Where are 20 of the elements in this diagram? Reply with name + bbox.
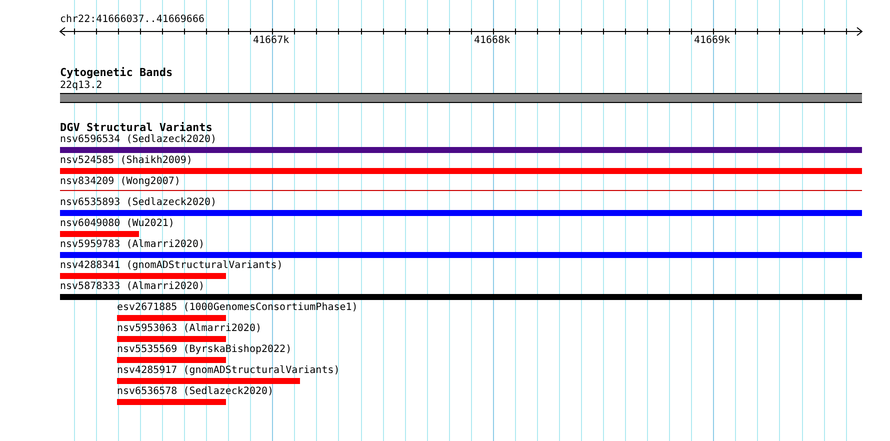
variant-label: nsv4285917 (gnomADStructuralVariants) xyxy=(117,365,340,376)
variant-label: nsv5959783 (Almarri2020) xyxy=(60,239,204,250)
variant-label: esv2671885 (1000GenomesConsortiumPhase1) xyxy=(117,302,358,313)
variant-label: nsv6536578 (Sedlazeck2020) xyxy=(117,386,274,397)
variant-label: nsv4288341 (gnomADStructuralVariants) xyxy=(60,260,283,271)
variant-label: nsv5878333 (Almarri2020) xyxy=(60,281,204,292)
coordinate-label: chr22:41666037..41669666 xyxy=(60,14,204,25)
variant-label: nsv5535569 (ByrskaBishop2022) xyxy=(117,344,292,355)
variant-label: nsv834209 (Wong2007) xyxy=(60,176,180,187)
variant-label: nsv6049080 (Wu2021) xyxy=(60,218,174,229)
variant-label: nsv524585 (Shaikh2009) xyxy=(60,155,192,166)
track-title: Cytogenetic Bands xyxy=(60,67,173,78)
variant-label: nsv6596534 (Sedlazeck2020) xyxy=(60,134,217,145)
track-title: DGV Structural Variants xyxy=(60,122,212,133)
tick-label: 41668k xyxy=(474,35,510,46)
variant-label: nsv6535893 (Sedlazeck2020) xyxy=(60,197,217,208)
band-label: 22q13.2 xyxy=(60,80,102,91)
variant-label: nsv5953063 (Almarri2020) xyxy=(117,323,262,334)
tick-label: 41669k xyxy=(694,35,730,46)
tick-label: 41667k xyxy=(253,35,290,46)
